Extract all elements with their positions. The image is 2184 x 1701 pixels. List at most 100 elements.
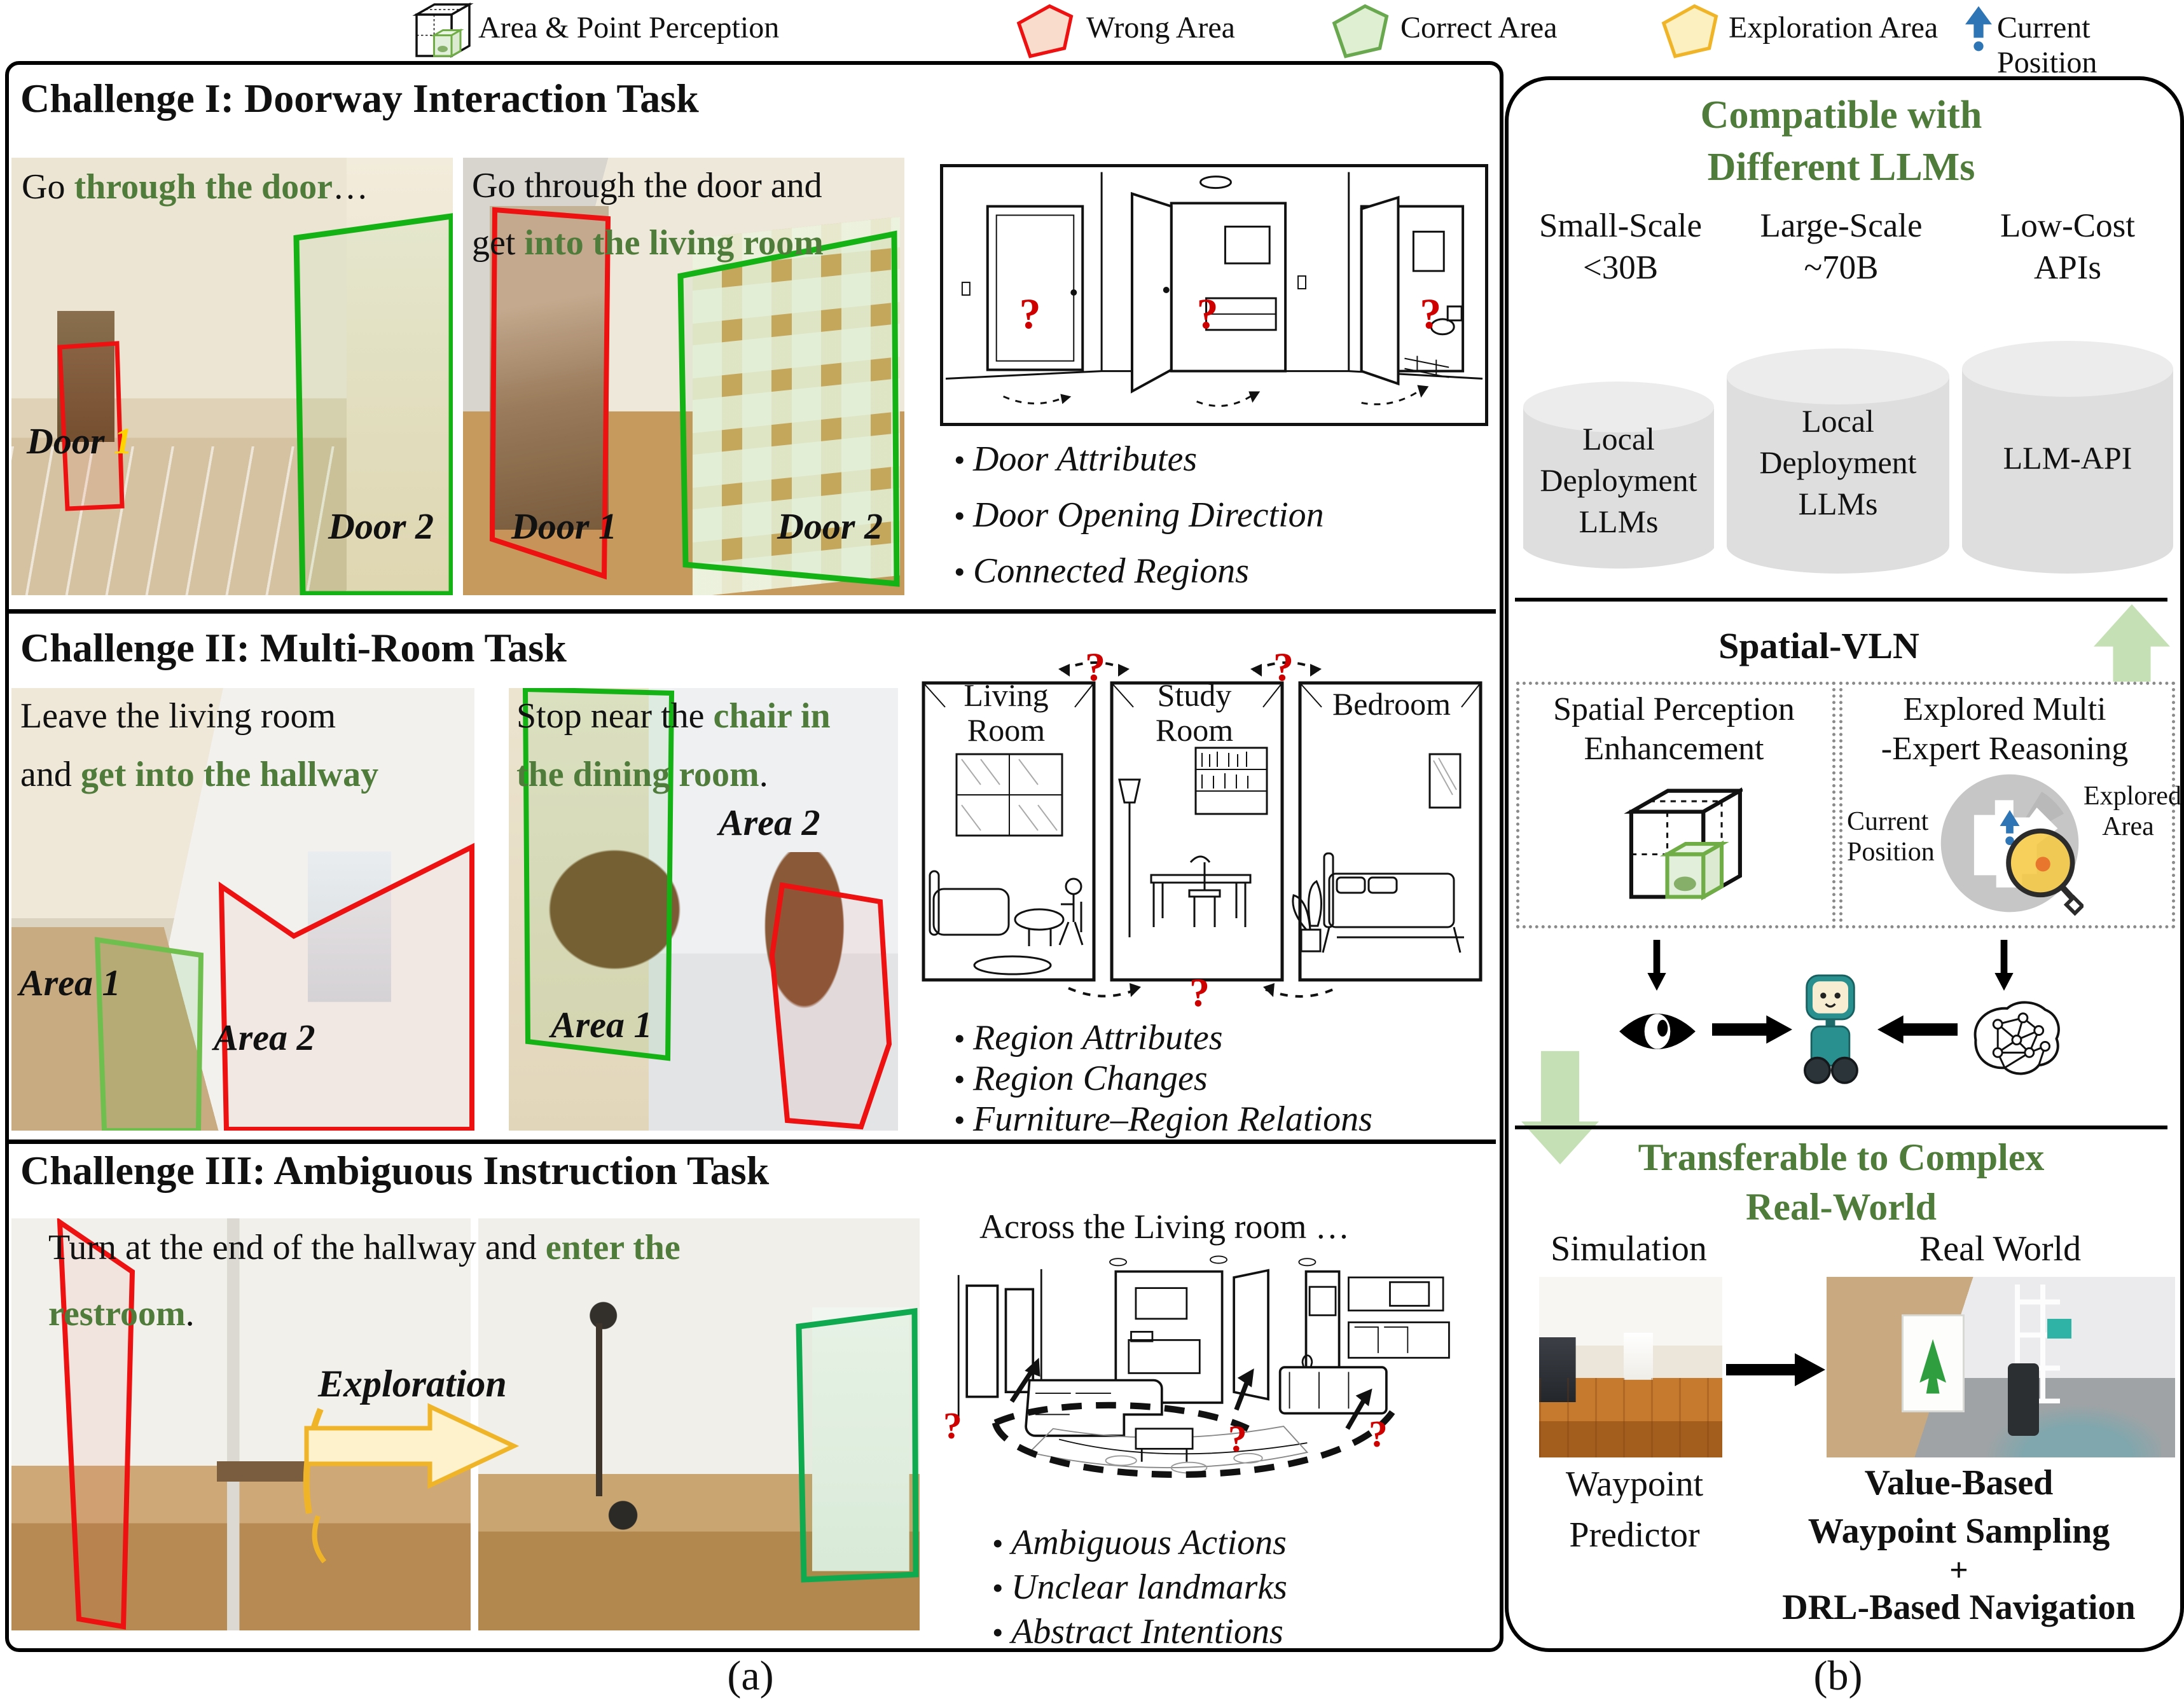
spatial-perception-line2: Enhancement bbox=[1584, 731, 1764, 767]
simulation-label: Simulation bbox=[1551, 1229, 1707, 1269]
across-living-room-text: Across the Living room … bbox=[979, 1208, 1350, 1246]
challenge3-title: Challenge III: Ambiguous Instruction Tas… bbox=[20, 1148, 770, 1193]
value-based-plus: + bbox=[1949, 1552, 1968, 1588]
value-based-line3: DRL-Based Navigation bbox=[1782, 1588, 2136, 1627]
cylinder-small-llm bbox=[1521, 380, 1716, 578]
instr-part: . bbox=[759, 755, 768, 794]
instr-part: Stop near the bbox=[516, 696, 714, 736]
brain-icon bbox=[1963, 996, 2064, 1084]
scale-api-line1: Low-Cost bbox=[2000, 207, 2135, 244]
easel-canvas bbox=[1903, 1316, 1963, 1411]
compatible-heading-line1: Compatible with bbox=[1700, 93, 1982, 137]
cylinder-large-llm-label: Local Deployment LLMs bbox=[1759, 403, 1917, 521]
challenge3-sketch: ? ? ? bbox=[921, 1251, 1483, 1519]
legend-label-current-position: Current Position bbox=[1997, 11, 2098, 79]
challenge1-photo-2-overlays bbox=[489, 207, 900, 587]
exploration-label: Exploration bbox=[318, 1363, 507, 1405]
down-arrow-icon bbox=[1642, 940, 1671, 994]
challenge3-photo-1-overlays bbox=[57, 1218, 135, 1630]
instruction-line2: the dining room. bbox=[516, 757, 768, 792]
challenge2-photo-2: Stop near the chair in the dining room. … bbox=[509, 688, 898, 1131]
correct-area-icon bbox=[1328, 4, 1394, 62]
instr-part: … bbox=[333, 167, 369, 207]
instr-part-green: get into the hallway bbox=[80, 755, 379, 794]
panel-a-caption: (a) bbox=[727, 1653, 774, 1699]
challenge2-photo-2-overlays bbox=[522, 688, 892, 1130]
sim-to-real-arrow-icon bbox=[1726, 1353, 1825, 1389]
doorway-reflection bbox=[489, 205, 609, 530]
scale-small-line1: Small-Scale bbox=[1538, 207, 1703, 244]
question-mark: ? bbox=[1369, 1413, 1388, 1455]
down-arrow-icon bbox=[1989, 940, 2019, 994]
cylinder-large-llm bbox=[1725, 347, 1951, 578]
legend-label-wrong-area: Wrong Area bbox=[1086, 11, 1235, 45]
instr-part: Go bbox=[22, 167, 74, 207]
instr-part-green: into the living room bbox=[524, 223, 824, 263]
door-word: Door bbox=[27, 420, 114, 462]
eye-icon bbox=[1615, 1003, 1699, 1063]
scale-large-line2: ~70B bbox=[1804, 249, 1879, 287]
room-label-bedroom: Bedroom bbox=[1332, 686, 1451, 722]
challenge3-instruction-line1: Turn at the end of the hallway and enter… bbox=[48, 1230, 681, 1265]
value-based-line2: Waypoint Sampling bbox=[1807, 1512, 2110, 1551]
scale-api-line2: APIs bbox=[2033, 249, 2102, 287]
challenge1-photo-1-overlays bbox=[57, 213, 453, 595]
wrong-area-box bbox=[57, 341, 125, 511]
waypoint-label-line1: Waypoint bbox=[1565, 1464, 1704, 1504]
right-arrow-icon bbox=[1712, 1015, 1792, 1047]
simulation-photo bbox=[1539, 1277, 1722, 1457]
door2-label: Door 2 bbox=[777, 506, 883, 547]
instr-part-green: through the door bbox=[74, 167, 333, 207]
scale-large-line1: Large-Scale bbox=[1760, 207, 1923, 244]
cylinder-small-llm-label: Local Deployment LLMs bbox=[1540, 421, 1697, 539]
area-point-perception-icon bbox=[404, 1, 474, 59]
instr-part-green: enter the bbox=[545, 1228, 681, 1267]
section-divider-1 bbox=[5, 609, 1496, 614]
spatial-perception-line1: Spatial Perception bbox=[1553, 691, 1795, 727]
question-mark: ? bbox=[1273, 652, 1294, 689]
panel-b-caption: (b) bbox=[1813, 1653, 1863, 1699]
question-mark: ? bbox=[1085, 652, 1105, 689]
real-world-photo bbox=[1827, 1277, 2175, 1457]
challenge1-bullet-1: Door Attributes bbox=[954, 439, 1197, 479]
instruction-text: Go through the door… bbox=[22, 169, 368, 205]
area2-label: Area 2 bbox=[214, 1017, 315, 1058]
question-mark: ? bbox=[1228, 1417, 1247, 1459]
cylinder-llm-api-label: LLM-API bbox=[2003, 440, 2132, 476]
scale-api: Low-Cost APIs bbox=[1963, 205, 2173, 289]
challenge3-photo-1 bbox=[11, 1218, 471, 1630]
correct-area-box bbox=[677, 230, 900, 587]
green-up-arrow-icon bbox=[2094, 600, 2170, 723]
robot-icon bbox=[1795, 969, 1866, 1091]
instruction-line1: Go through the door and bbox=[472, 166, 822, 205]
explored-area-label: Explored Area bbox=[2084, 782, 2181, 842]
legend-label-area-point: Area & Point Perception bbox=[478, 11, 780, 45]
room-label-living: Living Room bbox=[964, 677, 1049, 748]
instr-part: and bbox=[20, 755, 81, 794]
expert-reasoning-line1: Explored Multi bbox=[1903, 691, 2106, 727]
challenge3-bullet-2: Unclear landmarks bbox=[992, 1567, 1287, 1608]
transferable-heading-line1: Transferable to Complex bbox=[1638, 1136, 2045, 1178]
correct-area-box bbox=[293, 213, 453, 595]
wrong-area-box bbox=[218, 843, 474, 1131]
door1-label: Door 1 bbox=[511, 506, 617, 547]
instruction-line2: and get into the hallway bbox=[20, 757, 378, 792]
instruction-line2: get into the living room bbox=[472, 225, 824, 261]
correct-area-box bbox=[94, 937, 204, 1131]
door1-label: Door 1 bbox=[27, 420, 132, 462]
challenge1-photo-1: Go through the door… Door 1 Door 2 bbox=[11, 158, 453, 595]
instruction-line1: Stop near the chair in bbox=[516, 698, 831, 734]
cube-icon bbox=[412, 2, 474, 59]
wrong-area-box bbox=[769, 882, 892, 1130]
section-divider-2 bbox=[5, 1140, 1496, 1144]
wrong-area-box bbox=[489, 207, 611, 580]
challenge2-bullet-1: Region Attributes bbox=[954, 1017, 1223, 1058]
wrong-area-icon bbox=[1013, 4, 1079, 62]
panel-b-divider-1 bbox=[1515, 598, 2167, 602]
question-mark: ? bbox=[1189, 970, 1210, 1009]
challenge2-photo-1: Leave the living room and get into the h… bbox=[11, 688, 474, 1131]
correct-area-box bbox=[796, 1307, 919, 1583]
value-based-line1: Value-Based bbox=[1864, 1463, 2054, 1503]
legend-label-exploration-area: Exploration Area bbox=[1729, 11, 1939, 45]
